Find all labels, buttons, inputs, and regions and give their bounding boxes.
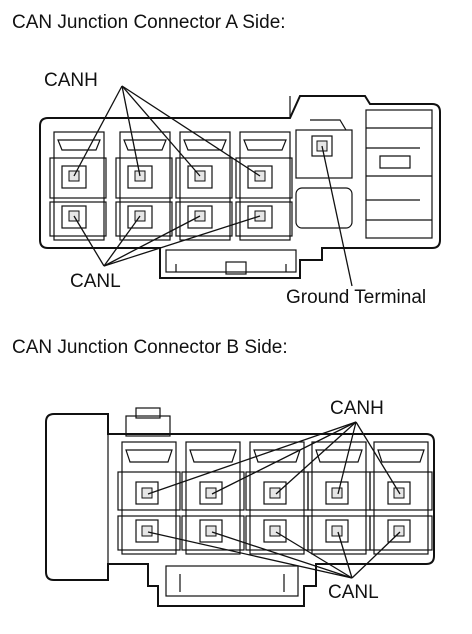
ground-terminal-label: Ground Terminal bbox=[286, 287, 427, 308]
connector-a-canl-label: CANL bbox=[70, 271, 121, 292]
connector-b-canl-label: CANL bbox=[328, 582, 379, 603]
connector-b-title: CAN Junction Connector B Side: bbox=[12, 337, 288, 358]
connector-a-leader-lines bbox=[73, 85, 353, 287]
connector-b-canh-label: CANH bbox=[330, 398, 384, 419]
connector-a-title: CAN Junction Connector A Side: bbox=[12, 12, 286, 33]
connector-b-leader-lines bbox=[147, 421, 401, 579]
connector-a-canh-label: CANH bbox=[44, 70, 98, 91]
connector-a-side-ribs bbox=[365, 109, 433, 239]
connector-b-terminal-cavities bbox=[117, 441, 433, 555]
